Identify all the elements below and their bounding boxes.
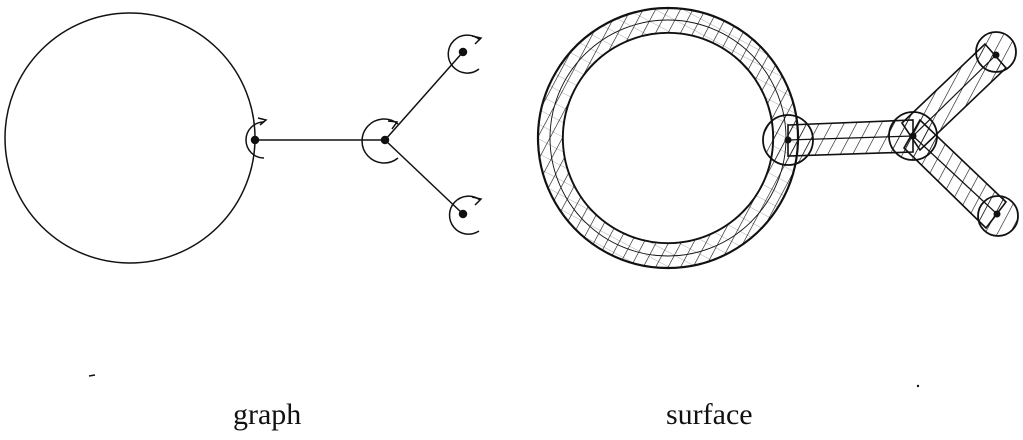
graph-vertex-center [362, 119, 398, 163]
graph-diagram [5, 13, 481, 263]
surface-disk-left [763, 115, 813, 165]
graph-vertex-bottom [450, 196, 481, 234]
surface-disk-center [889, 112, 937, 160]
graph-caption: graph [233, 400, 301, 430]
surface-caption: surface [666, 400, 753, 430]
graph-vertex-left [246, 118, 266, 158]
graph-vertex-top [448, 35, 481, 73]
scan-speck-left [89, 375, 95, 376]
graph-loop-circle [5, 13, 255, 263]
surface-disk-top [976, 32, 1016, 72]
scan-speck-right [917, 385, 919, 387]
graph-edge-lower [385, 140, 463, 214]
surface-diagram [538, 8, 1018, 268]
surface-disk-bottom [978, 196, 1018, 236]
